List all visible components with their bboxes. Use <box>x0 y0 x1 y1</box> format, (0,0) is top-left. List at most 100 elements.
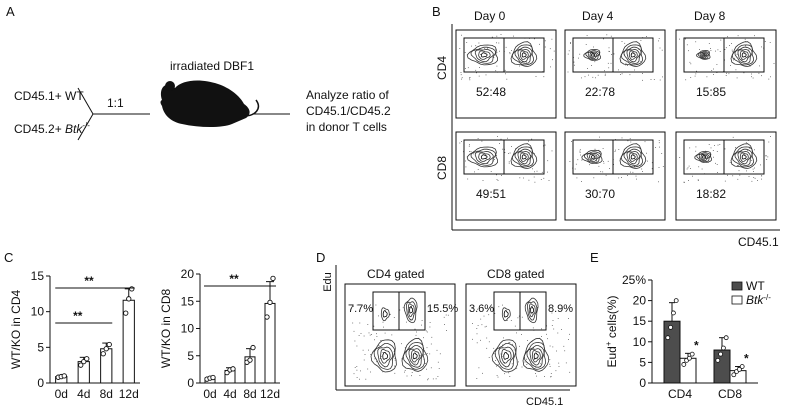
event-dot <box>725 75 727 76</box>
event-dot <box>544 40 546 42</box>
event-dot <box>476 342 478 344</box>
event-dot <box>699 49 700 50</box>
x-tick-label: 4d <box>77 387 90 401</box>
event-dot <box>558 362 560 364</box>
y-tick-label: 15 <box>31 269 45 283</box>
data-point <box>264 314 270 320</box>
contour-ring <box>623 46 642 64</box>
gate-edu-wt <box>493 291 521 331</box>
gate-pct-right: 8.9% <box>548 303 573 315</box>
day-label-1: Day 4 <box>582 9 614 23</box>
panel-label-d: D <box>316 250 325 265</box>
event-dot <box>615 149 616 151</box>
event-dot <box>438 368 440 369</box>
event-dot <box>658 142 660 144</box>
y-tick-label: 10 <box>633 335 647 349</box>
event-dot <box>624 42 626 44</box>
event-dot <box>658 140 660 141</box>
gate-ko <box>503 37 545 73</box>
event-dot <box>694 75 696 77</box>
event-dot <box>527 318 529 320</box>
event-dot <box>549 363 551 365</box>
event-dot <box>752 77 754 79</box>
event-dot <box>607 62 609 64</box>
event-dot <box>536 375 537 377</box>
event-dot <box>509 53 511 55</box>
event-dot <box>551 38 553 40</box>
event-dot <box>429 322 431 323</box>
population-ko <box>730 143 758 170</box>
event-dot <box>728 73 730 75</box>
event-dot <box>568 339 569 340</box>
contour-ring <box>382 351 389 360</box>
event-dot <box>621 137 623 139</box>
gate-title-cd8: CD8 gated <box>487 267 544 281</box>
recipient-label: irradiated DBF1 <box>170 59 254 73</box>
contour-ring <box>734 148 753 166</box>
contour-ring <box>470 46 497 64</box>
event-dot <box>518 315 520 317</box>
event-dot <box>526 358 527 360</box>
event-dot <box>713 156 714 158</box>
event-dot <box>609 168 610 169</box>
event-dot <box>459 48 461 49</box>
event-dot <box>528 179 530 181</box>
event-dot <box>408 307 410 308</box>
event-dot <box>627 140 629 142</box>
event-dot <box>589 164 590 166</box>
scatter-dots <box>679 136 771 183</box>
scatter-dots <box>679 35 775 81</box>
event-dot <box>746 170 747 172</box>
event-dot <box>765 155 767 156</box>
event-dot <box>603 38 604 40</box>
event-dot <box>477 325 479 326</box>
x-tick-label: 8d <box>100 387 113 401</box>
y-tick-label: 0 <box>187 376 194 390</box>
event-dot <box>353 330 355 332</box>
flow-cell: 18:82 <box>675 131 777 221</box>
event-dot <box>576 177 578 179</box>
event-dot <box>477 150 479 152</box>
event-dot <box>445 314 447 316</box>
data-point <box>721 345 726 351</box>
contour-ring <box>630 52 636 58</box>
data-point <box>718 351 723 357</box>
event-dot <box>595 160 597 162</box>
plot-frame <box>564 29 666 119</box>
event-dot <box>620 74 621 75</box>
event-dot <box>416 331 417 333</box>
event-dot <box>642 73 643 74</box>
event-dot <box>613 164 614 165</box>
panel-label-c: C <box>4 250 13 265</box>
event-dot <box>732 51 733 53</box>
event-dot <box>533 347 534 349</box>
event-dot <box>697 180 699 181</box>
event-dot <box>550 373 552 374</box>
event-dot <box>754 149 755 151</box>
event-dot <box>773 63 775 64</box>
event-dot <box>476 328 478 329</box>
contour-ring <box>699 52 709 59</box>
contour-ring <box>382 310 388 318</box>
event-dot <box>765 155 767 157</box>
event-dot <box>508 161 510 163</box>
event-dot <box>469 144 470 146</box>
event-dot <box>430 367 432 369</box>
event-dot <box>477 138 479 139</box>
y-tick-label: 5 <box>187 349 194 363</box>
ratio-label: 30:70 <box>585 187 615 201</box>
event-dot <box>414 328 416 330</box>
event-dot <box>570 43 571 44</box>
x-tick-label: 4d <box>223 387 236 401</box>
event-dot <box>471 307 473 308</box>
event-dot <box>368 332 370 334</box>
event-dot <box>711 70 713 71</box>
event-dot <box>364 305 366 307</box>
x-tick-label: CD4 <box>668 387 692 401</box>
event-dot <box>356 369 358 371</box>
contour-ring <box>501 348 512 364</box>
plot-frame <box>564 131 666 221</box>
gate-edu-wt <box>372 291 400 331</box>
event-dot <box>571 141 572 142</box>
event-dot <box>488 314 490 316</box>
